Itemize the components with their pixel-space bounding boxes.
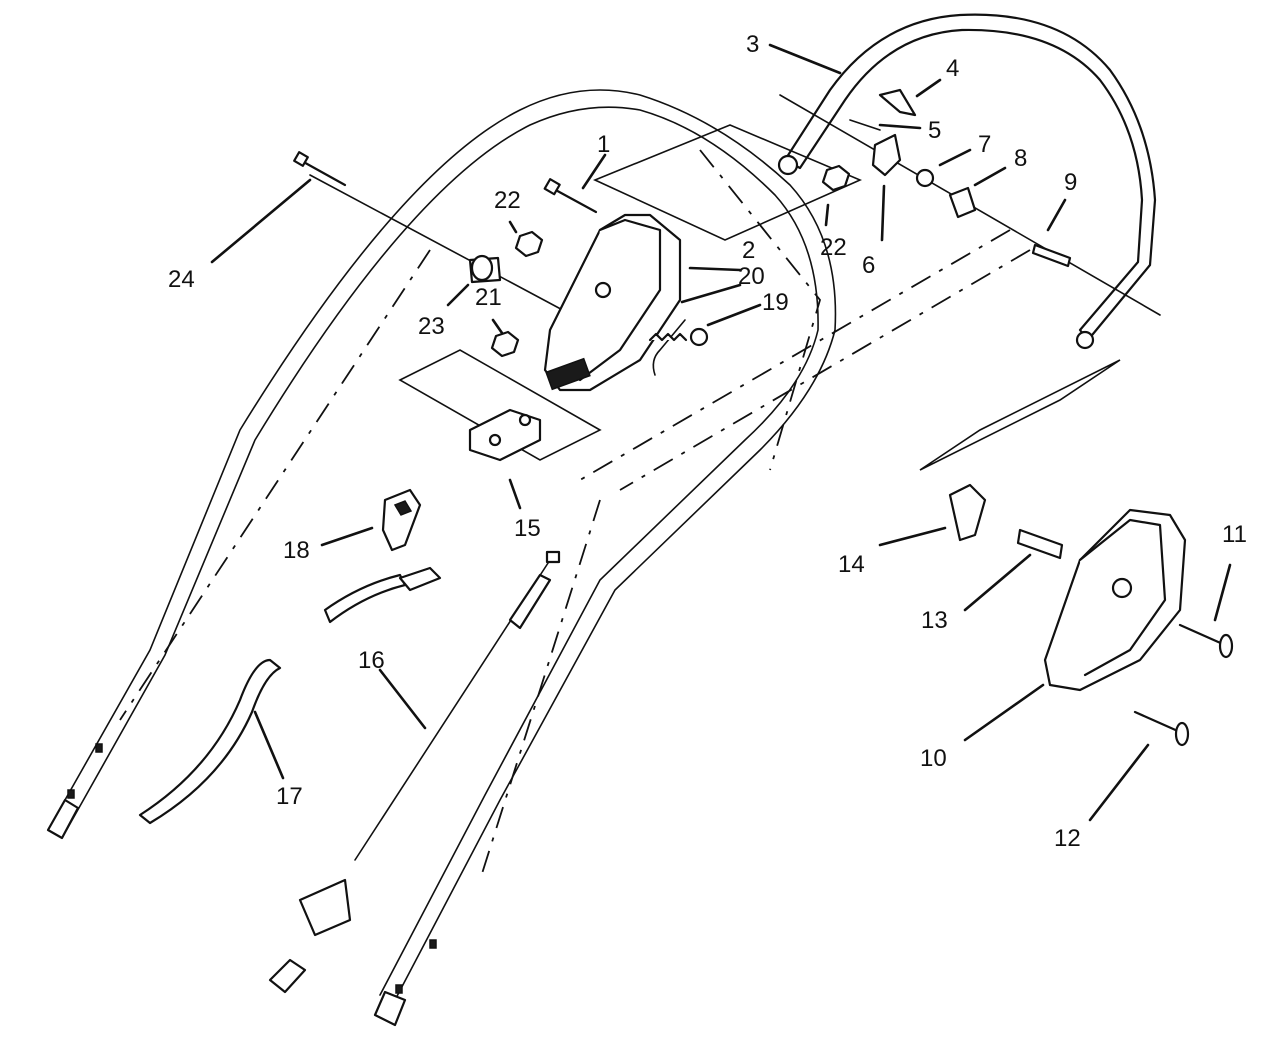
handle-hole-icon (429, 939, 437, 949)
callout-13: 13 (921, 607, 948, 634)
handle-hole-icon (395, 984, 403, 994)
callout-24: 24 (168, 266, 195, 293)
callout-7: 7 (978, 131, 991, 158)
part-23-spacer (468, 254, 502, 284)
part-19-washer (689, 327, 709, 347)
handle-hole-icon (95, 743, 103, 753)
callout-15: 15 (514, 515, 541, 542)
lower-handle (46, 89, 837, 1027)
part-13-spacer (1016, 528, 1064, 560)
callout-20: 20 (738, 263, 765, 290)
callout-16: 16 (358, 647, 385, 674)
leader-lines (210, 43, 1232, 822)
part-16-cable (268, 550, 561, 994)
spring-coils-icon (648, 332, 688, 342)
bolt-head-icon (1218, 633, 1234, 659)
callout-2: 2 (742, 237, 755, 264)
callout-22-left: 22 (494, 187, 521, 214)
cable-clip-icon (398, 566, 442, 592)
callout-17: 17 (276, 783, 303, 810)
bolt-head-icon (1174, 721, 1190, 747)
part-14-latch (948, 483, 987, 542)
upper-handle (777, 13, 1157, 350)
callout-9: 9 (1064, 169, 1077, 196)
bracket-outline (919, 359, 1121, 471)
callout-10: 10 (920, 745, 947, 772)
part-15-bracket (468, 408, 542, 462)
part-9-pin (1031, 243, 1072, 268)
part-1-bolt (543, 178, 598, 214)
part-6-pawl (871, 133, 902, 177)
dash-line-left (119, 249, 431, 721)
callout-3: 3 (746, 31, 759, 58)
part-24-bolt (293, 151, 347, 187)
callout-22-right: 22 (820, 234, 847, 261)
part-7-nut (915, 168, 935, 188)
part-17-grip-upper (323, 573, 407, 624)
callout-4: 4 (946, 55, 959, 82)
part-17-grip (138, 658, 282, 825)
part-22-nut (514, 230, 544, 258)
part-21-nut (490, 330, 520, 358)
part-12-bolt (1133, 710, 1182, 734)
callout-21: 21 (475, 284, 502, 311)
part-5-pin (849, 119, 881, 131)
callout-18: 18 (283, 537, 310, 564)
callout-5: 5 (928, 117, 941, 144)
callout-6: 6 (862, 252, 875, 279)
handle-hole-icon (67, 789, 75, 799)
part-10-housing (1043, 508, 1187, 692)
callout-14: 14 (838, 551, 865, 578)
callout-23: 23 (418, 313, 445, 340)
callout-1: 1 (597, 131, 610, 158)
part-20-spring (652, 319, 686, 376)
bracket-outline (592, 124, 863, 241)
axis-line (309, 174, 601, 331)
callout-8: 8 (1014, 145, 1027, 172)
callout-19: 19 (762, 289, 789, 316)
part-8-spacer (948, 186, 977, 219)
callout-11: 11 (1222, 521, 1247, 548)
part-2-housing (543, 213, 682, 392)
dash-line-center-2 (619, 249, 1031, 491)
dash-line-lower (479, 499, 601, 881)
part-22-nut-right (821, 164, 851, 192)
dash-line-center (579, 229, 1011, 481)
part-11-bolt (1178, 623, 1227, 647)
part-18-trigger (381, 488, 422, 552)
dash-line-right (699, 149, 821, 471)
part-4-clip (878, 88, 917, 117)
callout-12: 12 (1054, 825, 1081, 852)
